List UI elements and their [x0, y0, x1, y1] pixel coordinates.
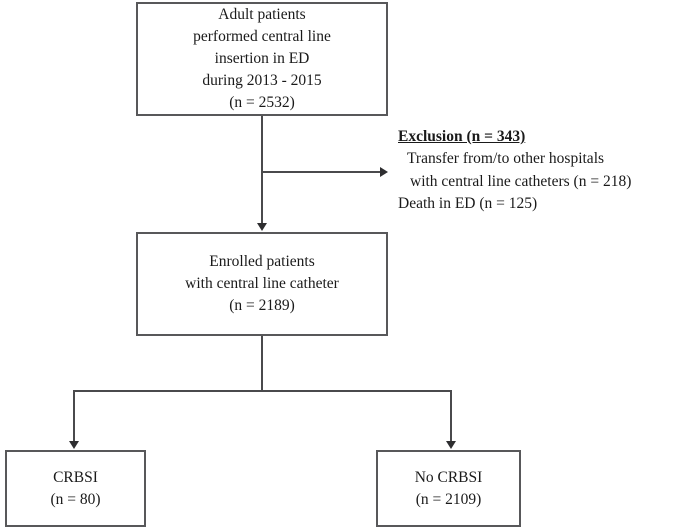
connector-source-to-enrolled	[261, 116, 263, 224]
node-crbsi-count: (n = 80)	[50, 490, 101, 508]
exclusion-reason-1-line-2: with central line catheters (n = 218)	[410, 172, 632, 190]
exclusion-reason-2-line-1: Death in ED (n = 125)	[398, 195, 538, 213]
exclusion-title: Exclusion (n = 343)	[398, 128, 526, 145]
node-source-population: Adult patients performed central line in…	[136, 2, 388, 116]
arrowhead-right-to-exclusion-icon	[380, 167, 388, 177]
node-crbsi: CRBSI (n = 80)	[5, 450, 146, 527]
node-source-population-line-1: Adult patients	[218, 6, 306, 23]
connector-enrolled-split-bar	[73, 390, 452, 392]
node-source-population-line-4: during 2013 - 2015	[202, 72, 322, 89]
node-enrolled-patients-count: (n = 2189)	[229, 297, 295, 314]
connector-split-to-no-crbsi	[450, 390, 452, 442]
connector-split-to-crbsi	[73, 390, 75, 442]
node-source-population-line-3: insertion in ED	[214, 50, 310, 67]
exclusion-reason-1-line-1: Transfer from/to other hospitals	[407, 150, 605, 168]
connector-to-exclusion	[261, 171, 381, 173]
node-source-population-line-2: performed central line	[193, 28, 331, 45]
node-no-crbsi-count: (n = 2109)	[415, 490, 482, 508]
node-no-crbsi: No CRBSI (n = 2109)	[376, 450, 521, 527]
arrowhead-down-to-no-crbsi-icon	[446, 441, 456, 449]
connector-enrolled-split-stem	[261, 336, 263, 392]
node-source-population-count: (n = 2532)	[229, 94, 295, 111]
node-crbsi-label: CRBSI	[53, 468, 98, 486]
arrowhead-down-to-enrolled-icon	[257, 223, 267, 231]
node-no-crbsi-label: No CRBSI	[414, 468, 483, 486]
arrowhead-down-to-crbsi-icon	[69, 441, 79, 449]
exclusion-annotation: Exclusion (n = 343) Transfer from/to oth…	[398, 126, 683, 216]
node-enrolled-patients-line-2: with central line catheter	[185, 275, 339, 292]
node-enrolled-patients: Enrolled patients with central line cath…	[136, 232, 388, 336]
node-enrolled-patients-line-1: Enrolled patients	[209, 253, 315, 270]
